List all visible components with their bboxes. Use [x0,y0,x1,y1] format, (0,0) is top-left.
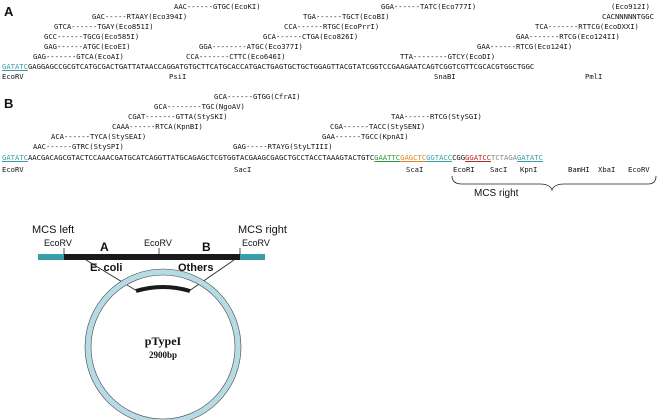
annot-b-4: CAAA------RTCA(KpnBI) [112,122,203,131]
seq-b-body: AACGACAGCGTACTCCAAACGATGCATCAGGTTATGCAGA… [27,153,375,162]
annot-a-15: GAG-------GTCA(EcoAI) [33,52,124,61]
mcs-right-segment [240,254,265,260]
annot-a-9: GCC------TGCG(Eco585I) [44,32,140,41]
annot-a-1: GGA------TATC(Eco777I) [381,2,477,11]
enzyme-b-ecorv-2: EcoRV [628,165,650,174]
seq-a-ecorv-site: GATATC [2,62,28,71]
seq-b-saci: GAGCTC [400,153,427,162]
enzyme-b-ecorv: EcoRV [2,165,24,174]
annot-b-3: TAA------RTCG(StySGI) [391,112,482,121]
enzyme-a-snabi: SnaBI [434,72,456,81]
annot-a-7: CCA------RTGC(EcoPrrI) [284,22,380,31]
annot-a-2: (Eco912I) [611,2,650,11]
enzyme-b-saci-2: SacI [490,165,508,174]
ecoli-label: E. coli [90,262,123,274]
seq-b-ecorv-left: GATATC [2,153,28,162]
seq-b-xbai: TCTAGA [491,153,517,162]
connector-left [85,259,138,292]
panel-b-label: B [4,96,14,111]
annot-b-1: GCA--------TGC(NgoAV) [154,102,245,111]
sequence-b: GATATCAACGACAGCGTACTCCAAACGATGCATCAGGTTA… [2,153,543,162]
plasmid-insert-arc [135,285,191,293]
annot-b-7: GAA------TGCC(KpnAI) [322,132,409,141]
others-label: Others [178,262,214,274]
annot-b-5: CGA------TACC(StySENI) [330,122,426,131]
annot-a-13: GGA--------ATGC(Eco377I) [199,42,303,51]
enzyme-a-psii: PsiI [169,72,187,81]
panel-a-label: A [4,4,14,19]
mcs-right-bracket [451,175,657,192]
mcs-left-label: MCS left [32,224,75,236]
annot-b-9: GAG-----RTAYG(StyLTIII) [233,142,333,151]
plasmid-ring-outer [84,268,242,420]
enzyme-b-saci: SacI [234,165,252,174]
annot-a-5: CACNNNNNTGGC [602,12,654,21]
annot-a-4: TGA------TGCT(EcoBI) [303,12,390,21]
enzyme-b-kpni: KpnI [520,165,538,174]
segment-a-label: A [100,240,109,254]
plasmid-size: 2900bp [148,350,177,360]
annot-a-8: TCA-------RTTCG(EcoDXXI) [535,22,639,31]
plasmid-ring-inner [90,274,236,420]
annot-a-16: CCA-------CTTC(Eco646I) [186,52,286,61]
annot-a-10: GCA------CTGA(Eco826I) [263,32,359,41]
seq-b-spacer: CGG [452,153,466,162]
ecorv-left-label: EcoRV [44,238,72,248]
enzyme-b-scai: ScaI [406,165,424,174]
enzyme-b-bamhi: BamHI [568,165,590,174]
annot-b-2: CGAT-------GTTA(StySKI) [128,112,228,121]
sequence-a: GATATCGAGGAGCCGCGTCATGCGACTGATTATAACCAGG… [2,62,534,71]
enzyme-b-ecori: EcoRI [453,165,475,174]
annot-a-6: GTCA------TGAY(Eco851I) [54,22,154,31]
mcs-right-map-label: MCS right [238,224,287,236]
seq-b-ecorv-right: GATATC [516,153,543,162]
annot-b-8: AAC------GTRC(StySPI) [33,142,124,151]
ecorv-mid-label: EcoRV [144,238,172,248]
mcs-right-bracket-label: MCS right [474,188,519,199]
seq-b-ecori: GAATTC [374,153,401,162]
annot-a-12: GAG------ATGC(EcoEI) [44,42,131,51]
seq-a-body: GAGGAGCCGCGTCATGCGACTGATTATAACCAGGATGTGC… [27,62,535,71]
enzyme-b-xbai: XbaI [598,165,616,174]
connector-right [188,259,235,292]
plasmid-name: pTypeI [144,334,182,348]
mcs-left-segment [38,254,64,260]
annot-a-17: TTA--------GTCY(EcoDI) [400,52,496,61]
insert-segment [64,254,240,260]
annot-a-3: GAC-----RTAAY(Eco394I) [92,12,188,21]
plasmid-ring [85,269,241,420]
segment-b-label: B [202,240,211,254]
seq-b-bamhi: GGATCC [465,153,492,162]
enzyme-a-pmli: PmlI [585,72,603,81]
annot-a-0: AAC------GTGC(EcoKI) [174,2,261,11]
annot-b-0: GCA------GTGG(CfrAI) [214,92,301,101]
seq-b-kpni: GGTACC [426,153,453,162]
annot-a-14: GAA------RTCG(Eco124I) [477,42,573,51]
ecorv-right-label: EcoRV [242,238,270,248]
enzyme-a-ecorv: EcoRV [2,72,24,81]
annot-b-6: ACA------TYCA(StySEAI) [51,132,147,141]
annot-a-11: GAA-------RTCG(Eco124II) [516,32,620,41]
